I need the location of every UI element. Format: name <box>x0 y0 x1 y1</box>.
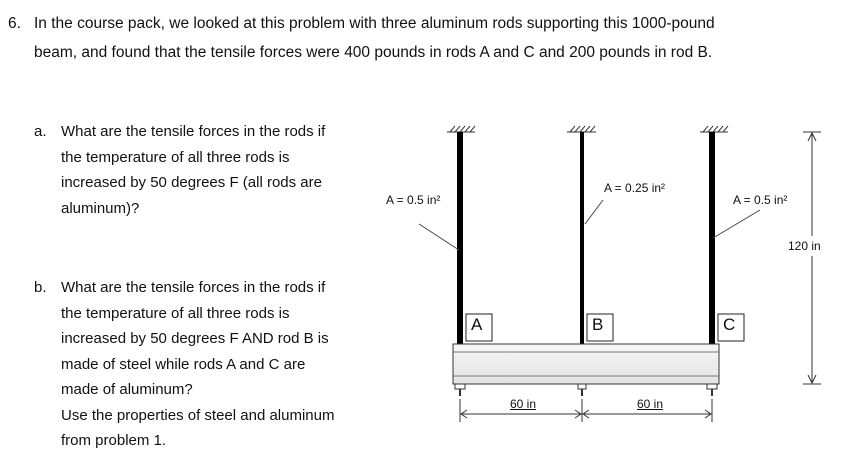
rod-c-label: C <box>723 315 736 334</box>
rod-c <box>709 132 715 344</box>
leader-b <box>584 199 604 225</box>
part-b-line: the temperature of all three rods is <box>61 304 290 322</box>
problem-intro-line1: In the course pack, we looked at this pr… <box>34 15 715 32</box>
problem-intro-line2: beam, and found that the tensile forces … <box>34 44 713 61</box>
rod-b-label: B <box>592 315 604 334</box>
part-b-line: made of steel while rods A and C are <box>61 355 306 373</box>
part-a-label: a. <box>34 123 47 140</box>
part-b-line: made of aluminum? <box>61 381 193 398</box>
ceiling-support-a <box>447 125 476 133</box>
part-a-line: increased by 50 degrees F (all rods are <box>61 174 322 191</box>
part-a-line: the temperature of all three rods is <box>61 148 290 166</box>
beam <box>452 343 720 385</box>
part-a-line: What are the tensile forces in the rods … <box>61 123 326 140</box>
spacing-dimension <box>459 399 713 422</box>
spacing-right-label: 60 in <box>637 397 664 411</box>
rod-ends <box>454 383 718 396</box>
spacing-left-label: 60 in <box>510 397 537 411</box>
problem-number: 6. <box>8 15 21 32</box>
length-label: 120 in <box>788 239 821 253</box>
rod-b-area-label: A = 0.25 in² <box>604 181 666 195</box>
rod-c-area-label: A = 0.5 in² <box>733 193 788 207</box>
part-b-line: What are the tensile forces in the rods … <box>61 279 326 296</box>
rod-a-label: A <box>471 315 483 334</box>
leader-c <box>712 209 761 239</box>
part-b-question: What are the tensile forces in the rods … <box>61 275 334 454</box>
length-dimension <box>803 131 821 385</box>
part-b-line: increased by 50 degrees F AND rod B is <box>61 330 329 347</box>
rod-a <box>457 132 463 344</box>
ceiling-support-c <box>700 125 729 133</box>
rod-b <box>580 132 584 344</box>
part-b-line: from problem 1. <box>61 432 167 449</box>
part-a-line: aluminum)? <box>61 199 140 217</box>
leader-a <box>418 223 460 251</box>
rod-a-area-label: A = 0.5 in² <box>386 193 441 207</box>
part-b-line: Use the properties of steel and aluminum <box>61 406 335 424</box>
part-b-label: b. <box>34 279 47 296</box>
part-a-question: What are the tensile forces in the rods … <box>61 119 325 221</box>
ceiling-support-b <box>567 125 596 133</box>
